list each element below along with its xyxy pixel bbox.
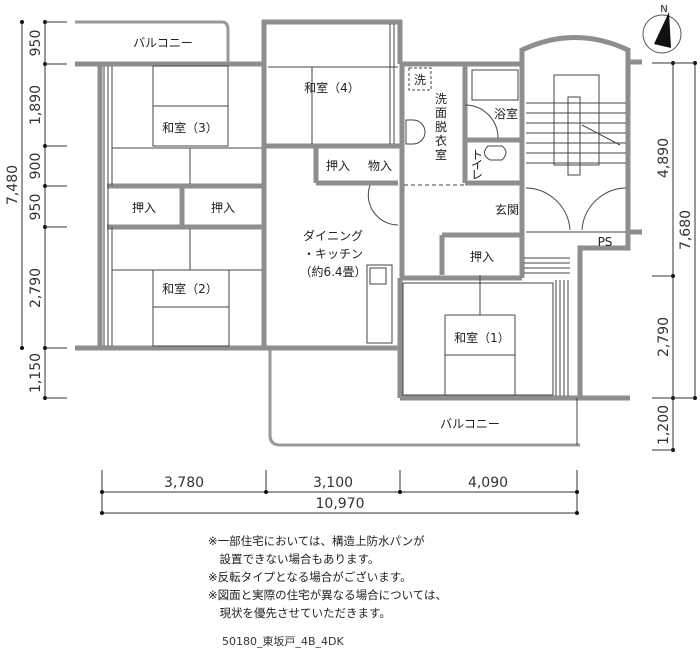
bottom-dimensions: 3,780 3,100 4,090 10,970 xyxy=(100,470,579,515)
north-compass-icon: N xyxy=(642,4,682,54)
plan-code: 50180_東坂戸_4B_4DK xyxy=(222,635,345,648)
note-line: 設置できない場合もあります。 xyxy=(208,552,379,566)
dim-left: 1,890 xyxy=(28,85,44,125)
dim-right: 4,890 xyxy=(656,138,672,178)
oshiire-label: 押入 xyxy=(326,159,350,173)
tatami-lines xyxy=(103,24,627,396)
senmen-label: 面 xyxy=(435,106,447,120)
dk-label-line3: （約6.4畳） xyxy=(299,264,366,279)
room-labels: バルコニー 和室（3） 和室（4） 押入 押入 和室（2） 押入 物入 ダイニン… xyxy=(132,36,612,431)
dim-left: 2,790 xyxy=(28,268,44,308)
dim-bottom: 4,090 xyxy=(468,475,508,491)
dim-left-total: 7,480 xyxy=(5,165,21,205)
walls xyxy=(75,19,642,447)
washitsu-2-label: 和室（2） xyxy=(162,281,218,296)
dk-label-line2: ・キッチン xyxy=(303,247,363,261)
ps-label: PS xyxy=(598,235,613,249)
senmen-label: 洗 xyxy=(435,92,447,106)
toilet-label: ト xyxy=(471,148,483,162)
washitsu-3-label: 和室（3） xyxy=(162,120,218,135)
note-line: 現状を優先させていただきます。 xyxy=(208,606,391,620)
dim-bottom-total: 10,970 xyxy=(316,496,365,512)
left-dimensions: 7,480 950 1,890 900 950 2,790 1,150 xyxy=(5,20,67,400)
dim-left: 950 xyxy=(28,194,44,221)
note-line: ※一部住宅においては、構造上防水パンが xyxy=(208,534,425,548)
washer-label: 洗 xyxy=(414,73,426,87)
senmen-label: 室 xyxy=(435,147,447,162)
dk-label-line1: ダイニング xyxy=(303,228,363,243)
monoire-label: 物入 xyxy=(368,159,392,173)
dim-bottom: 3,780 xyxy=(164,475,204,491)
dim-right-total: 7,680 xyxy=(678,210,694,250)
oshiire-label: 押入 xyxy=(211,201,235,215)
right-dimensions: 4,890 7,680 2,790 1,200 xyxy=(652,61,697,452)
balcony-top-label: バルコニー xyxy=(133,36,193,50)
dim-left: 950 xyxy=(28,30,44,57)
note-line: ※反転タイプとなる場合がございます。 xyxy=(208,570,412,584)
balcony-bottom-label: バルコニー xyxy=(440,417,500,431)
oshiire-label: 押入 xyxy=(132,201,156,215)
dim-left: 900 xyxy=(28,153,44,180)
washitsu-1-label: 和室（1） xyxy=(454,330,510,345)
note-line: ※図面と実際の住宅が異なる場合については、 xyxy=(208,588,447,602)
dim-right: 2,790 xyxy=(656,317,672,357)
dim-bottom: 3,100 xyxy=(313,475,353,491)
compass-north-label: N xyxy=(660,4,667,15)
toilet-label: イ xyxy=(471,158,483,172)
toilet-label: レ xyxy=(471,168,483,182)
bath-label: 浴室 xyxy=(494,106,518,121)
dim-left: 1,150 xyxy=(28,353,44,393)
dim-right: 1,200 xyxy=(656,405,672,445)
senmen-label: 脱 xyxy=(435,119,447,134)
genkan-label: 玄関 xyxy=(495,202,519,217)
washitsu-4-label: 和室（4） xyxy=(304,80,360,95)
notes: ※一部住宅においては、構造上防水パンが 設置できない場合もあります。 ※反転タイ… xyxy=(208,534,447,648)
senmen-label: 衣 xyxy=(435,133,447,148)
oshiire-label: 押入 xyxy=(470,250,494,264)
